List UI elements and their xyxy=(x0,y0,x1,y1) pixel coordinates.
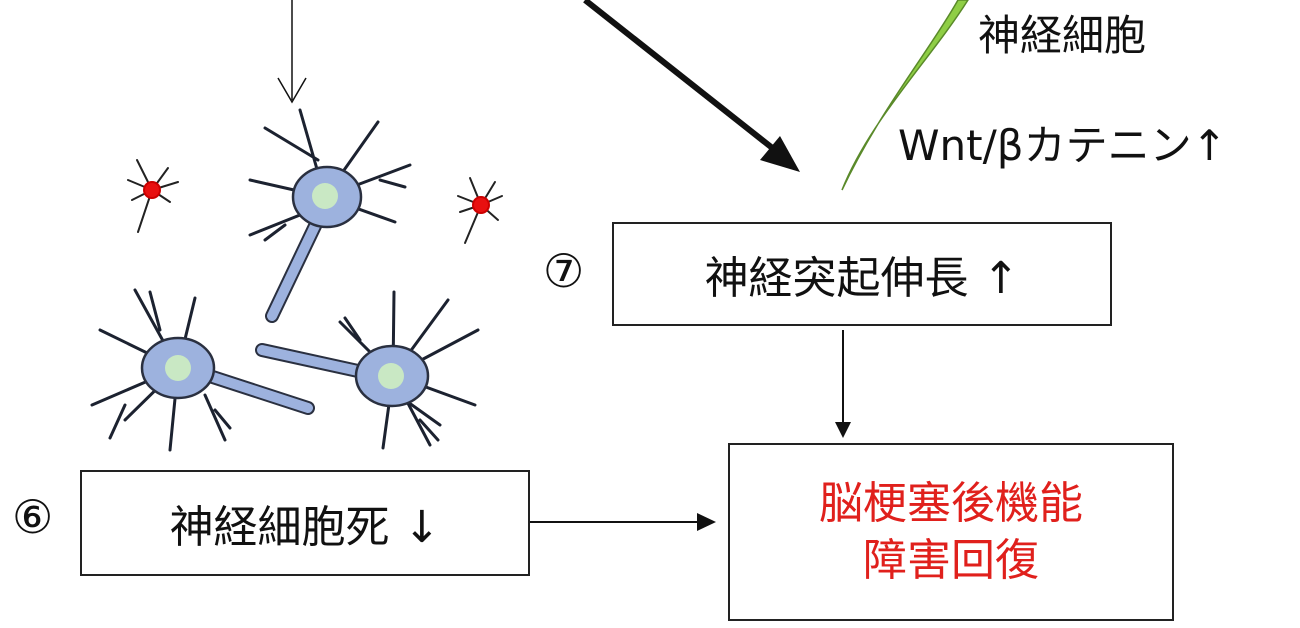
neuron-label: 神経細胞 xyxy=(978,11,1147,60)
thick-arrow-to-neurite xyxy=(583,0,800,172)
arrow-down-to-neurons xyxy=(277,0,307,104)
functional-recovery-box: 脳梗塞後機能 障害回復 xyxy=(728,443,1174,621)
healthy-neurons xyxy=(90,108,480,452)
step-number-6: ⑥ xyxy=(12,490,54,544)
arrow-neurite-to-outcome xyxy=(835,330,851,438)
dying-cells xyxy=(127,159,503,244)
step-number-7: ⑦ xyxy=(543,244,585,298)
neuronal-death-box: 神経細胞死 ↓ xyxy=(80,470,530,576)
neuronal-death-text: 神経細胞死 ↓ xyxy=(169,502,441,553)
outcome-line-1: 脳梗塞後機能 xyxy=(819,477,1083,529)
outcome-line-2: 障害回復 xyxy=(863,535,1039,586)
neurite-outgrowth-text: 神経突起伸長 ↑ xyxy=(704,253,1020,304)
wnt-beta-catenin-label: Wnt/βカテニン↑ xyxy=(898,121,1227,170)
nucleus xyxy=(165,183,404,389)
green-nerve-fiber xyxy=(841,0,969,191)
neurite-outgrowth-box: 神経突起伸長 ↑ xyxy=(612,222,1112,326)
arrow-death-to-outcome xyxy=(530,513,716,531)
